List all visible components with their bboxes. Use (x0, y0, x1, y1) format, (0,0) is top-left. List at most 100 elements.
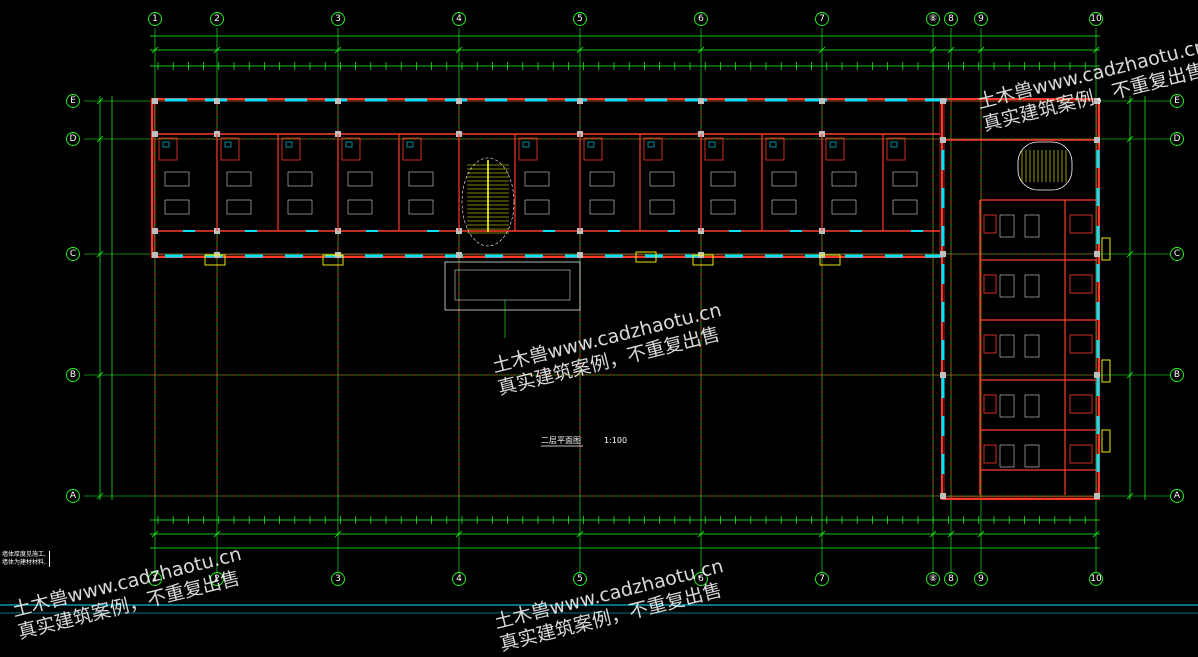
axis-bubble-top (210, 12, 224, 26)
bathroom (1069, 394, 1093, 414)
bed (999, 214, 1015, 238)
dimension-tick (213, 46, 221, 54)
axis-bubble-right-label: E (1174, 96, 1180, 106)
axis-bubble-bottom (148, 572, 162, 586)
bed (999, 444, 1015, 468)
bathroom (886, 137, 906, 161)
dimension-tick (334, 46, 342, 54)
axis-bubble-bottom (815, 572, 829, 586)
bathroom (220, 137, 240, 161)
dimension-tick (1126, 492, 1134, 500)
bathroom (158, 137, 178, 161)
axis-bubble-bottom-label: ⑧ (929, 574, 937, 584)
axis-bubble-bottom-label: 10 (1090, 574, 1102, 584)
dimension-tick (576, 46, 584, 54)
walls (151, 98, 1100, 500)
balcony-box (1101, 359, 1111, 383)
axis-bubble-left-label: B (70, 370, 76, 380)
bed (347, 171, 373, 187)
axis-bubble-top-label: 5 (577, 14, 583, 24)
axis-bubble-top-label: 9 (978, 14, 984, 24)
column (335, 98, 341, 104)
bathroom (1069, 274, 1093, 294)
axis-bubble-top (815, 12, 829, 26)
balcony-box (692, 254, 714, 266)
bed (589, 199, 615, 215)
dimension-tick (96, 97, 104, 105)
bathroom (825, 137, 845, 161)
toilet-fixture (890, 141, 898, 148)
axis-bubble-bottom (452, 572, 466, 586)
axis-bubble-bottom (210, 572, 224, 586)
dimension-tick (151, 530, 159, 538)
axis-bubble-bottom-label: 7 (819, 574, 825, 584)
dimension-tick (947, 46, 955, 54)
bathroom (643, 137, 663, 161)
bed (710, 171, 736, 187)
toilet-fixture (829, 141, 837, 148)
axis-bubble-bottom-label: 3 (335, 574, 341, 584)
axis-bubble-right-label: A (1174, 491, 1181, 501)
column (1094, 137, 1100, 143)
dimension-tick (697, 530, 705, 538)
axis-bubble-top-label: 7 (819, 14, 825, 24)
axis-bubble-right (1170, 132, 1184, 146)
axis-bubble-right (1170, 489, 1184, 503)
column (940, 372, 946, 378)
axis-bubble-left (66, 247, 80, 261)
interior-wall-line (943, 100, 1098, 498)
column (1094, 98, 1100, 104)
drawing-title: 二层平面图 1:100 (541, 436, 627, 447)
axis-bubble-top-label: 6 (698, 14, 704, 24)
bed (892, 199, 918, 215)
general-note: 墙体厚度见施工, 墙体为建材材料, (2, 551, 50, 567)
axis-bubble-left (66, 132, 80, 146)
axis-bubble-right (1170, 94, 1184, 108)
axis-bubble-bottom-label: 5 (577, 574, 583, 584)
bed (892, 171, 918, 187)
axis-bubble-bottom (331, 572, 345, 586)
dimension-tick (455, 46, 463, 54)
toilet-fixture (587, 141, 595, 148)
axis-bubble-bottom-label: 4 (456, 574, 462, 584)
axis-bubble-left (66, 368, 80, 382)
axis-bubble-top-label: ⑧ (929, 14, 937, 24)
stair-outline (1017, 141, 1073, 191)
toilet-fixture (162, 141, 170, 148)
drawing-title-text: 二层平面图 (541, 436, 581, 445)
bed (1024, 274, 1040, 298)
toilet-fixture (224, 141, 232, 148)
column (214, 98, 220, 104)
dimension-tick (576, 530, 584, 538)
axis-bubble-top (573, 12, 587, 26)
bathroom (518, 137, 538, 161)
entrance-steps (454, 269, 571, 301)
axis-bubble-top (974, 12, 988, 26)
stairs (444, 141, 1073, 338)
dimension-tick (1092, 46, 1100, 54)
bed (999, 334, 1015, 358)
axis-bubble-top-label: 1 (152, 14, 158, 24)
axis-bubble-top (331, 12, 345, 26)
bathroom (983, 394, 997, 414)
axis-bubble-right-label: B (1174, 370, 1180, 380)
dimension-tick (1126, 97, 1134, 105)
bed (771, 171, 797, 187)
entrance-platform (444, 261, 581, 311)
column (456, 252, 462, 258)
dimension-tick (1126, 135, 1134, 143)
toilet-fixture (769, 141, 777, 148)
bathroom (341, 137, 361, 161)
axis-bubble-top (148, 12, 162, 26)
axis-bubble-top (1089, 12, 1103, 26)
dimension-tick (947, 530, 955, 538)
bed (164, 199, 190, 215)
axis-bubble-bottom (694, 572, 708, 586)
axis-bubble-bottom (944, 572, 958, 586)
axis-bubble-bottom (573, 572, 587, 586)
dimension-tick (334, 530, 342, 538)
column (1094, 493, 1100, 499)
dimension-lines (96, 35, 1146, 549)
bathroom (1069, 444, 1093, 464)
